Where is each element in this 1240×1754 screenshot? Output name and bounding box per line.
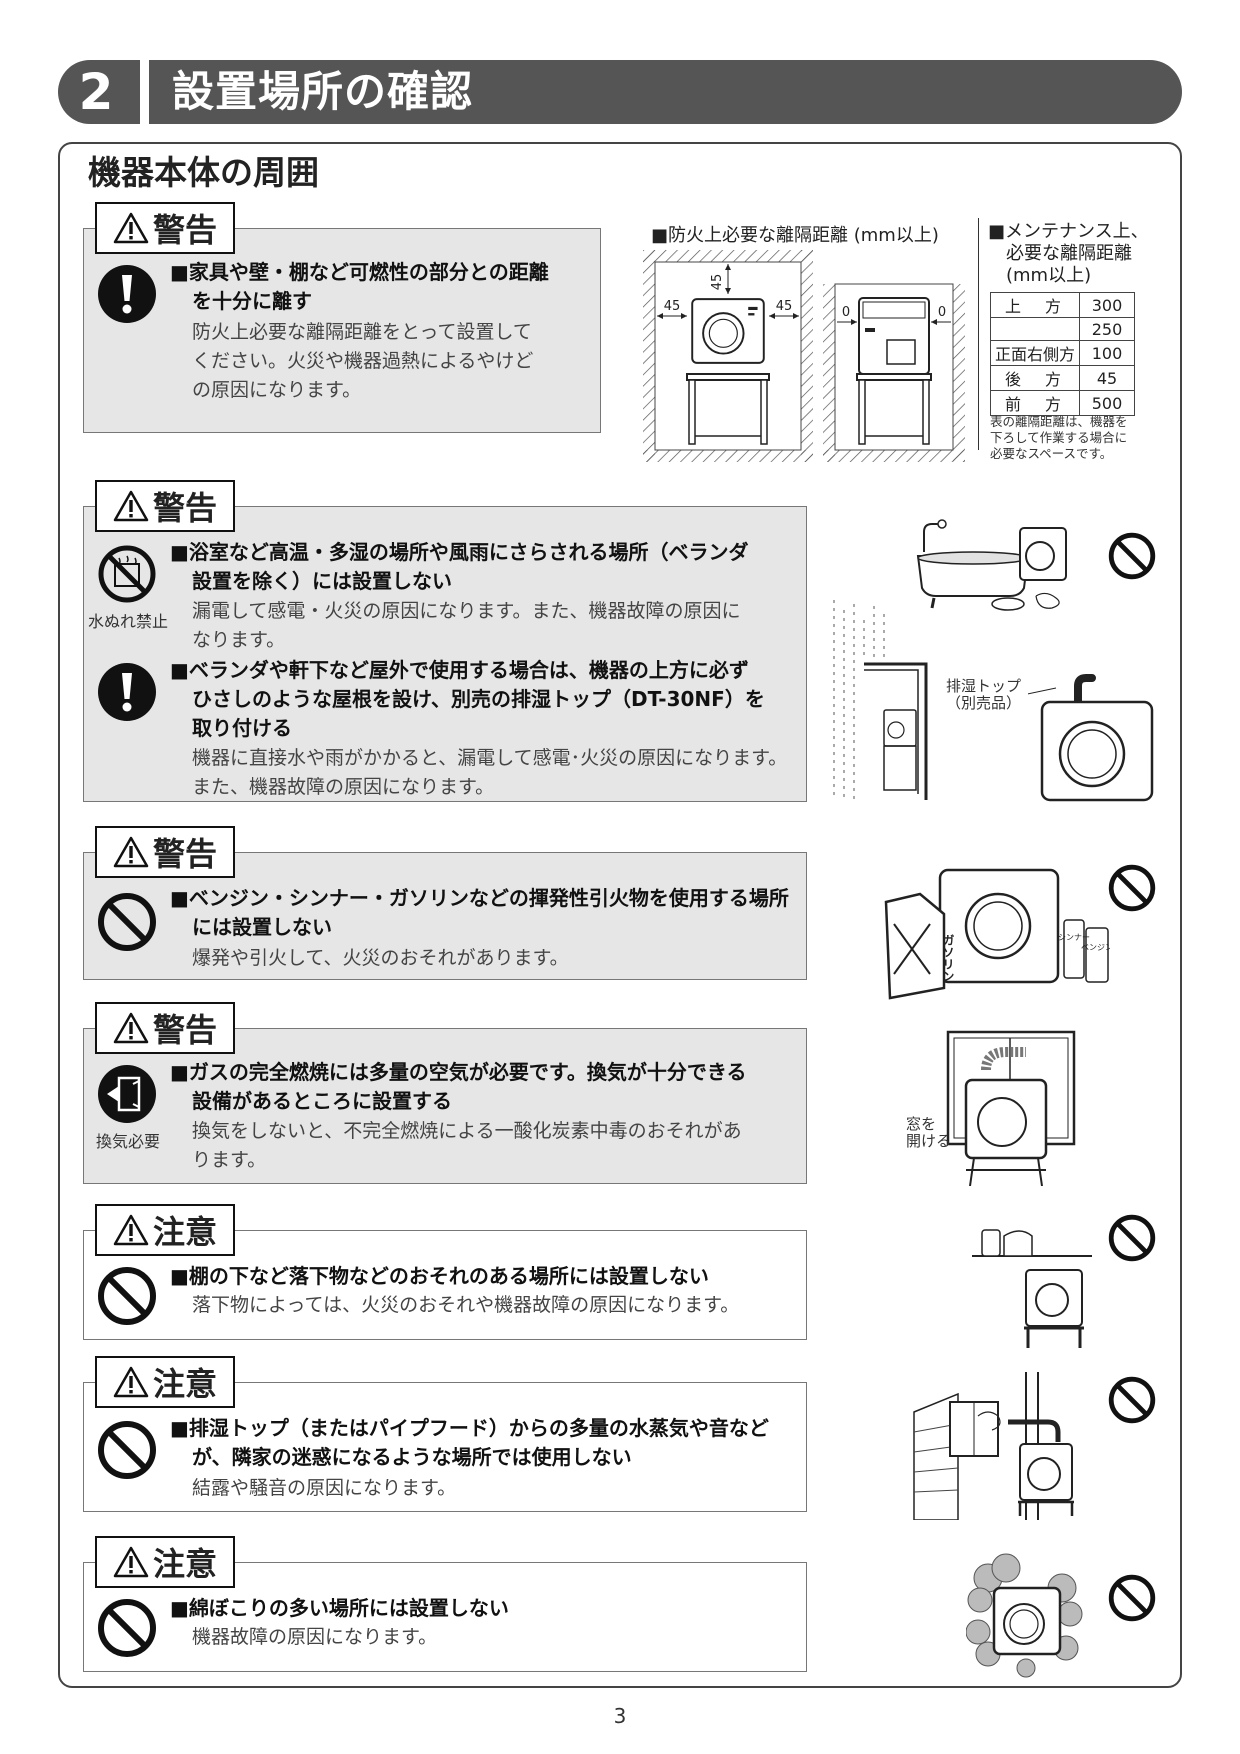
- no-water-icon: [98, 545, 156, 603]
- warning-triangle-icon: [113, 836, 149, 868]
- benzine-label: ベンジン: [1081, 943, 1110, 952]
- warning-triangle-icon: [113, 1012, 149, 1044]
- caution-triangle-icon: [113, 1366, 149, 1398]
- content-frame: [58, 142, 1182, 1688]
- clearance-divider: [978, 218, 979, 450]
- window-ventilation-illustration: [946, 1030, 1076, 1186]
- header-bar: [58, 60, 1182, 124]
- warning-triangle-icon: [113, 490, 149, 522]
- item-heading: ■綿ぼこりの多い場所には設置しない: [170, 1596, 509, 1620]
- caution-triangle-icon: [113, 1546, 149, 1578]
- item-heading: ■ガスの完全燃焼には多量の空気が必要です。換気が十分できる 設備があるところに設…: [170, 1060, 747, 1113]
- dryer-with-exhaust-illustration: [1028, 674, 1154, 802]
- warning-label: 警告: [95, 826, 235, 878]
- warning-box-1: [83, 228, 601, 433]
- prohibited-icon: [1108, 864, 1156, 912]
- item-heading: ■ベランダや軒下など屋外で使用する場合は、機器の上方に必ず ひさしのような屋根を…: [170, 658, 765, 740]
- item-body: 結露や騒音の原因になります。: [192, 1477, 457, 1499]
- prohibited-icon: [1108, 532, 1156, 580]
- mandatory-icon: [97, 662, 157, 722]
- falling-objects-illustration: [972, 1229, 1092, 1348]
- bathroom-illustration: [916, 519, 1067, 611]
- item-heading: ■ベンジン・シンナー・ガソリンなどの揮発性引火物を使用する場所 には設置しない: [170, 886, 789, 939]
- warning-label: 警告: [95, 480, 235, 532]
- item-body: 爆発や引火して、火災のおそれがあります。: [192, 947, 569, 969]
- maintenance-title: ■メンテナンス上、 必要な離隔距離 (mm以上): [988, 221, 1149, 286]
- item-heading: ■棚の下など落下物などのおそれのある場所には設置しない: [170, 1264, 709, 1288]
- prohibited-icon: [97, 1266, 157, 1326]
- table-row: 250: [990, 317, 1135, 341]
- prohibited-icon: [97, 1598, 157, 1658]
- prohibited-icon: [1108, 1214, 1156, 1262]
- item-body: 漏電して感電・火災の原因になります。また、機器故障の原因に なります。: [192, 600, 741, 651]
- item-body: 換気をしないと、不完全燃焼による一酸化炭素中毒のおそれがあ ります。: [192, 1120, 742, 1171]
- dim-zero-left: 0: [842, 305, 850, 320]
- item-body: 機器に直接水や雨がかかると、漏電して感電･火災の原因になります。 また、機器故障…: [192, 747, 788, 798]
- dusty-place-illustration: [966, 1553, 1083, 1678]
- caution-label: 注意: [95, 1204, 235, 1256]
- gasoline-label: ガソリン: [941, 934, 955, 982]
- dim-zero-right: 0: [938, 305, 946, 320]
- caution-label: 注意: [95, 1356, 235, 1408]
- icon-caption: 水ぬれ禁止: [87, 612, 168, 631]
- mandatory-icon: [97, 264, 157, 324]
- prohibited-icon: [97, 892, 157, 952]
- caution-triangle-icon: [113, 1214, 149, 1246]
- thinner-label: シンナー: [1058, 933, 1090, 942]
- header-separator: [140, 60, 149, 124]
- warning-box-2: [83, 506, 807, 802]
- section-number: 2: [78, 63, 114, 121]
- icon-caption: 換気必要: [95, 1132, 160, 1151]
- prohibited-icon: [1108, 1574, 1156, 1622]
- dim-left: 45: [664, 299, 681, 314]
- clearance-note: 表の離隔距離は、機器を 下ろして作業する場合に 必要なスペースです。: [990, 414, 1128, 461]
- open-window-label: 窓を 開ける: [906, 1115, 952, 1150]
- item-body: 落下物によっては、火災のおそれや機器故障の原因になります。: [192, 1294, 740, 1316]
- dim-right: 45: [776, 299, 793, 314]
- prohibited-icon: [1108, 1376, 1156, 1424]
- flammables-illustration: ガソリン シンナー ベンジン: [884, 868, 1110, 1000]
- page-number: 3: [613, 1704, 627, 1728]
- item-heading: ■浴室など高温・多湿の場所や風雨にさらされる場所（ベランダ 設置を除く）には設置…: [170, 540, 749, 593]
- caution-label: 注意: [95, 1536, 235, 1588]
- ventilation-icon: [98, 1065, 156, 1123]
- item-heading: ■家具や壁・棚など可燃性の部分との距離 を十分に離す: [170, 260, 549, 313]
- neighbor-house-illustration: [913, 1372, 1074, 1520]
- page-title: 設置場所の確認: [172, 67, 474, 116]
- warning-triangle-icon: [113, 212, 149, 244]
- item-heading: ■排湿トップ（またはパイプフード）からの多量の水蒸気や音など が、隣家の迷惑にな…: [170, 1416, 769, 1469]
- item-body: 防火上必要な離隔距離をとって設置して ください。火災や機器過熱によるやけど の原…: [192, 321, 534, 401]
- section-title: 機器本体の周囲: [88, 153, 319, 192]
- fire-clearance-title: ■防火上必要な離隔距離 (mm以上): [651, 225, 939, 246]
- fire-clearance-diagram: 45 45 45 0 0: [643, 250, 965, 462]
- warning-label: 警告: [95, 202, 235, 254]
- warning-label: 警告: [95, 1002, 235, 1054]
- exhaust-top-label: 排湿トップ （別売品）: [946, 677, 1022, 712]
- warning-box-4: [83, 1028, 807, 1184]
- item-body: 機器故障の原因になります。: [192, 1626, 438, 1648]
- prohibited-icon: [97, 1420, 157, 1480]
- veranda-illustration: [833, 600, 928, 800]
- dim-top: 45: [710, 274, 725, 291]
